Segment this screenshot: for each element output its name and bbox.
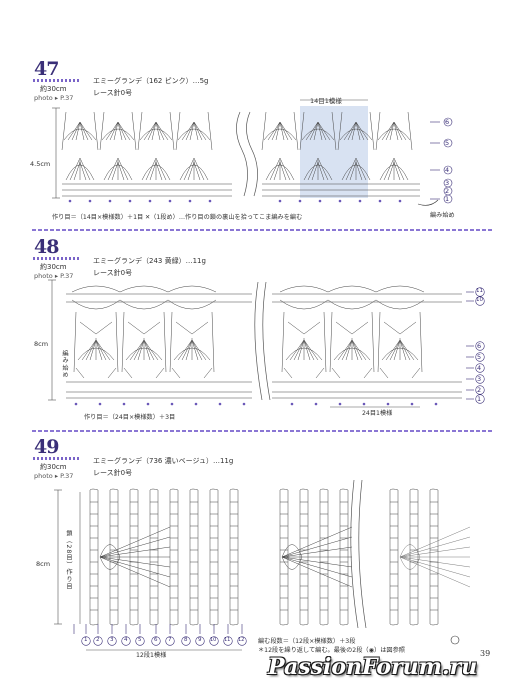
watermark: PassionForum.ru: [268, 654, 478, 680]
number-underline: [33, 79, 79, 82]
repeat-label: 14目1模様: [310, 97, 342, 105]
pattern-number: 49: [34, 436, 59, 458]
start-label: 編み始め: [61, 350, 68, 379]
photo-reference: photo ▸ P.37: [34, 472, 74, 480]
crochet-chart-47: [52, 99, 453, 206]
pattern-number: 47: [34, 58, 59, 80]
row-3: 3: [110, 637, 114, 643]
section-divider: [32, 229, 492, 231]
height-label: 4.5cm: [30, 160, 51, 168]
pattern-size: 約30cm: [40, 463, 67, 471]
page-number: 39: [480, 649, 491, 658]
repeat-label: 24目1模様: [362, 410, 393, 417]
pattern-47-section: 47 約30cm photo ▸ P.37 エミーグランデ（162 ピンク）…5…: [0, 0, 526, 225]
row-11: 11: [476, 288, 483, 294]
height-label: 8cm: [34, 340, 49, 348]
row-5: 5: [138, 637, 142, 643]
number-underline: [33, 257, 79, 260]
crochet-chart-49: [54, 479, 471, 651]
row-4: 4: [124, 637, 128, 643]
pattern-49-section: 49 約30cm photo ▸ P.37 エミーグランデ（736 濃いベージュ…: [0, 432, 526, 690]
repeat-label: 12段1模様: [136, 652, 167, 659]
pattern-48-section: 48 約30cm photo ▸ P.37 エミーグランデ（243 黄緑）…11…: [0, 232, 526, 432]
stitch-note: ✕（1段め）…作り目の鎖の裏山を拾ってこま編みを編む: [145, 214, 303, 221]
row-4: 4: [445, 166, 450, 174]
row-8: 8: [184, 637, 188, 643]
row-1: 1: [477, 395, 482, 403]
row-2: 2: [96, 637, 100, 643]
photo-reference: photo ▸ P.37: [34, 94, 74, 102]
cast-on-note: 作り目＝（14目×模様数）＋1目: [52, 214, 144, 221]
row-markers: [443, 117, 453, 204]
yarn-material: エミーグランデ（736 濃いベージュ）…11g: [93, 457, 234, 465]
pattern-size: 約30cm: [40, 85, 67, 93]
repeat-note: ＊12段を繰り返して編む。最後の2段（◉）は図参照: [258, 647, 405, 654]
row-5: 5: [477, 353, 482, 361]
height-label: 8cm: [36, 560, 51, 568]
pattern-number: 48: [34, 236, 59, 258]
row-4: 4: [477, 364, 482, 372]
row-3: 3: [445, 179, 450, 187]
row-1: 1: [84, 637, 88, 643]
hook-size: レース針0号: [93, 269, 133, 277]
row-6: 6: [154, 637, 158, 643]
row-2: 2: [477, 386, 482, 394]
yarn-material: エミーグランデ（243 黄緑）…11g: [93, 257, 206, 265]
cast-on-note: 作り目＝（24目×模様数）＋3目: [84, 414, 176, 421]
hook-size: レース針0号: [93, 469, 133, 477]
row-6: 6: [445, 118, 450, 126]
number-underline: [33, 457, 79, 460]
pattern-size: 約30cm: [40, 263, 67, 271]
start-label: 編み始め: [430, 212, 455, 219]
row-11: 11: [224, 637, 231, 643]
hook-size: レース針0号: [93, 89, 133, 97]
crochet-chart-48: [48, 279, 485, 408]
row-5: 5: [445, 139, 450, 147]
row-9: 9: [198, 637, 202, 643]
yarn-material: エミーグランデ（162 ピンク）…5g: [93, 77, 209, 85]
rows-note: 編む段数＝（12段×模様数）＋3段: [258, 638, 356, 645]
row-10: 10: [210, 637, 217, 643]
row-1: 1: [445, 195, 450, 203]
chain-foundation-label: 鎖（28目）作り目: [65, 530, 72, 591]
row-6: 6: [477, 342, 482, 350]
row-7: 7: [168, 637, 172, 643]
section-divider: [32, 430, 492, 432]
row-10: 10: [476, 297, 483, 303]
photo-reference: photo ▸ P.37: [34, 272, 74, 280]
row-2: 2: [445, 187, 450, 195]
row-3: 3: [477, 375, 482, 383]
row-12: 12: [238, 637, 245, 643]
repeat-highlight: [300, 106, 368, 198]
